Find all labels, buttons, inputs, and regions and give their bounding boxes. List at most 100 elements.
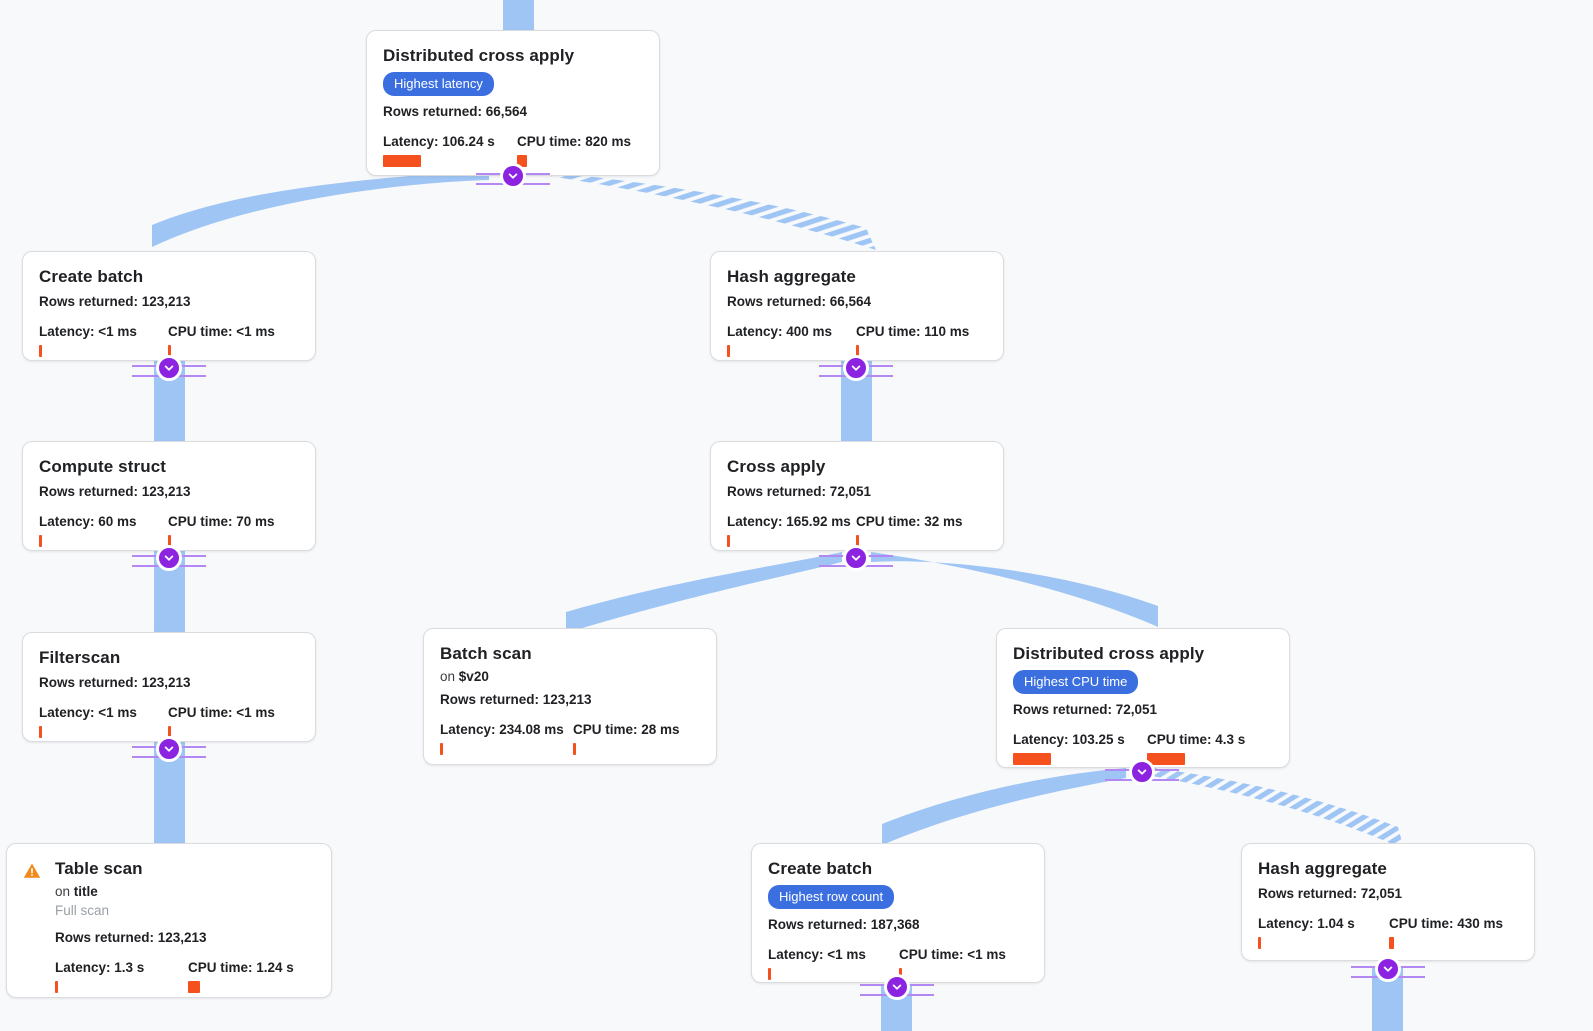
status-badge-highest-row-count: Highest row count [768, 885, 895, 909]
cpu-metric: CPU time: 430 ms [1389, 915, 1503, 949]
latency-label: Latency: 1.3 s [55, 960, 145, 975]
connector-line-bottom [819, 565, 893, 567]
node-title: Create batch [39, 267, 144, 286]
plan-node-create-batch-left[interactable]: Create batch Rows returned: 123,213 Late… [22, 251, 316, 361]
node-title: Hash aggregate [727, 267, 856, 286]
cpu-bar [168, 345, 171, 357]
latency-metric: Latency: 1.3 s [55, 959, 188, 993]
latency-bar [1258, 937, 1261, 949]
expand-connector-create-batch-left[interactable] [132, 355, 206, 384]
latency-bar [768, 968, 771, 980]
cpu-metric: CPU time: <1 ms [168, 323, 275, 357]
connector-line-bottom [132, 375, 206, 377]
rows-returned: Rows returned: 123,213 [39, 294, 191, 309]
latency-label: Latency: 400 ms [727, 324, 833, 339]
connector-line-bottom [132, 565, 206, 567]
latency-bar [727, 345, 730, 357]
connector-line-top [819, 555, 893, 557]
latency-bar [1013, 753, 1051, 765]
cpu-metric: CPU time: <1 ms [899, 946, 1006, 980]
node-title: Cross apply [727, 457, 826, 476]
plan-node-distributed-cross-apply-2[interactable]: Distributed cross apply Highest CPU time… [996, 628, 1290, 768]
cpu-label: CPU time: 430 ms [1389, 916, 1504, 931]
rows-returned: Rows returned: 72,051 [1258, 886, 1403, 901]
rows-returned: Rows returned: 123,213 [440, 692, 592, 707]
scan-target-name: title [73, 884, 98, 899]
status-badge-highest-latency: Highest latency [383, 72, 494, 96]
node-title: Hash aggregate [1258, 859, 1387, 878]
scan-target: on title [55, 882, 315, 901]
plan-node-table-scan[interactable]: Table scan on title Full scan Rows retur… [6, 843, 332, 998]
cpu-bar [899, 968, 902, 980]
latency-bar [383, 155, 421, 167]
rows-returned: Rows returned: 66,564 [727, 294, 872, 309]
latency-metric: Latency: <1 ms [39, 704, 168, 738]
plan-node-filterscan[interactable]: Filterscan Rows returned: 123,213 Latenc… [22, 632, 316, 742]
latency-label: Latency: 103.25 s [1013, 732, 1125, 747]
scan-target-name: $v20 [458, 669, 489, 684]
cpu-bar [1389, 937, 1394, 949]
plan-node-hash-aggregate-bottom[interactable]: Hash aggregate Rows returned: 72,051 Lat… [1241, 843, 1535, 961]
warning-icon-wrap [23, 858, 55, 880]
cpu-metric: CPU time: 32 ms [856, 513, 963, 547]
latency-metric: Latency: 400 ms [727, 323, 856, 357]
plan-node-distributed-cross-apply-root[interactable]: Distributed cross apply Highest latency … [366, 30, 660, 176]
plan-node-hash-aggregate-top[interactable]: Hash aggregate Rows returned: 66,564 Lat… [710, 251, 1004, 361]
cpu-bar [517, 155, 527, 167]
cpu-bar [856, 535, 859, 547]
connector-line-bottom [1351, 976, 1425, 978]
latency-metric: Latency: 60 ms [39, 513, 168, 547]
node-metrics: Latency: 400 ms CPU time: 110 ms [727, 323, 987, 357]
cpu-bar [1147, 753, 1185, 765]
node-metrics: Latency: <1 ms CPU time: <1 ms [768, 946, 1028, 980]
cpu-label: CPU time: 110 ms [856, 324, 970, 339]
cpu-metric: CPU time: 1.24 s [188, 959, 294, 993]
on-prefix: on [440, 669, 456, 684]
node-metrics: Latency: 60 ms CPU time: 70 ms [39, 513, 299, 547]
expand-connector-filterscan[interactable] [132, 736, 206, 765]
cpu-label: CPU time: 1.24 s [188, 960, 294, 975]
latency-bar [39, 726, 42, 738]
latency-bar [39, 535, 42, 547]
connector-line-bottom [860, 994, 934, 996]
latency-metric: Latency: 103.25 s [1013, 731, 1147, 765]
node-metrics: Latency: <1 ms CPU time: <1 ms [39, 323, 299, 357]
plan-node-compute-struct[interactable]: Compute struct Rows returned: 123,213 La… [22, 441, 316, 551]
on-prefix: on [55, 884, 71, 899]
node-title: Table scan [55, 859, 143, 878]
expand-connector-hash-aggregate-top[interactable] [819, 355, 893, 384]
plan-node-batch-scan[interactable]: Batch scan on $v20 Rows returned: 123,21… [423, 628, 717, 765]
node-title: Distributed cross apply [383, 46, 575, 65]
latency-metric: Latency: <1 ms [768, 946, 899, 980]
rows-returned: Rows returned: 123,213 [39, 675, 191, 690]
latency-label: Latency: <1 ms [768, 947, 866, 962]
plan-node-cross-apply[interactable]: Cross apply Rows returned: 72,051 Latenc… [710, 441, 1004, 551]
cpu-label: CPU time: <1 ms [899, 947, 1006, 962]
latency-bar [727, 535, 730, 547]
cpu-bar [168, 726, 171, 738]
node-metrics: Latency: 1.3 s CPU time: 1.24 s [55, 959, 315, 993]
latency-bar [39, 345, 42, 357]
expand-connector-cross-apply[interactable] [819, 545, 893, 574]
latency-label: Latency: 60 ms [39, 514, 137, 529]
node-title: Distributed cross apply [1013, 644, 1205, 663]
node-metrics: Latency: 103.25 s CPU time: 4.3 s [1013, 731, 1273, 765]
connector-line-top [819, 365, 893, 367]
plan-node-create-batch-bottom[interactable]: Create batch Highest row count Rows retu… [751, 843, 1045, 983]
connector-line-bottom [132, 756, 206, 758]
latency-label: Latency: <1 ms [39, 705, 137, 720]
expand-connector-compute-struct[interactable] [132, 545, 206, 574]
connector-line-top [132, 555, 206, 557]
latency-label: Latency: 1.04 s [1258, 916, 1355, 931]
latency-label: Latency: 234.08 ms [440, 722, 564, 737]
expand-connector-hash-aggregate-bottom[interactable] [1351, 956, 1425, 985]
cpu-label: CPU time: <1 ms [168, 324, 275, 339]
warning-icon [23, 863, 41, 878]
connector-line-top [1351, 966, 1425, 968]
latency-label: Latency: 165.92 ms [727, 514, 851, 529]
cpu-bar [573, 743, 576, 755]
connector-line-top [132, 746, 206, 748]
rows-returned: Rows returned: 66,564 [383, 104, 528, 119]
node-title: Filterscan [39, 648, 121, 667]
